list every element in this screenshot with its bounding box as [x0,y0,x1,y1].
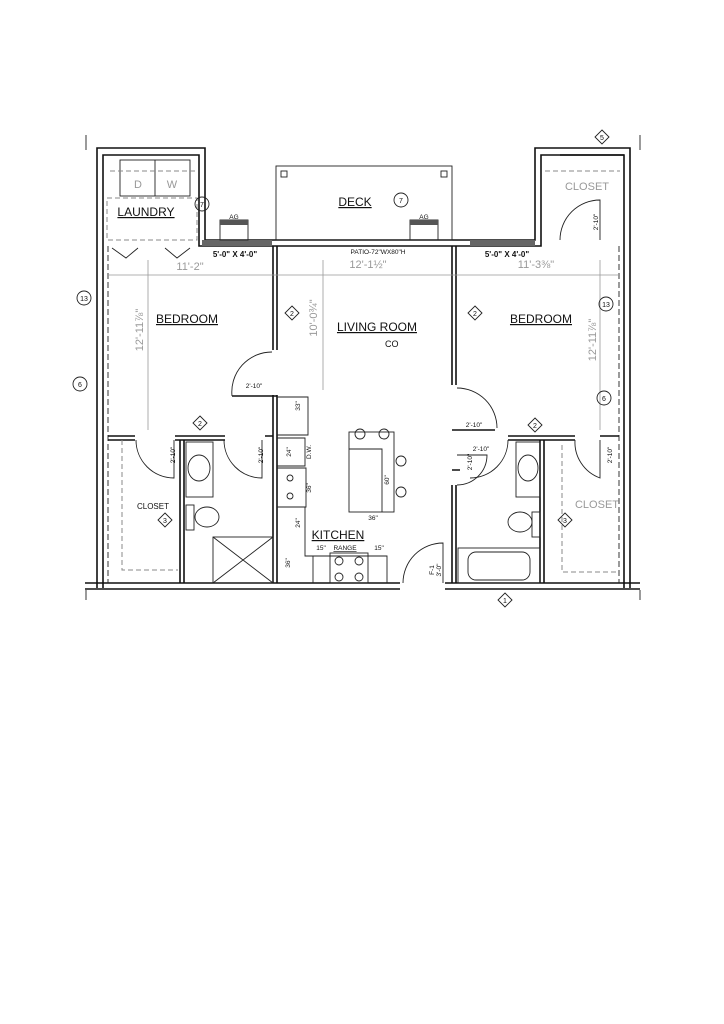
windows [202,219,535,246]
island-dim-60: 60" [384,475,391,485]
bedroom-left-width: 11'-2" [176,261,203,273]
bedroom-right-height: 12'-11⅞" [587,319,599,362]
closet-shelves [121,440,617,573]
range-label: RANGE [333,545,357,552]
door-bath-left-dim: 2'-10" [258,446,265,463]
callout-3-right: 3 [563,518,567,525]
kitchen-dim-24b: 24" [295,518,302,528]
door-swings [135,199,601,584]
dryer-label: D [134,179,142,191]
bath-fixtures [185,441,541,584]
entry-door-dim: 3'-0" [436,563,443,577]
window-right-dim: 5'-0" X 4'-0" [485,250,530,259]
door-bedroom-right-dim: 2'-10" [466,422,483,429]
callouts: 13 6 7 7 5 13 6 2 2 2 2 3 3 1 [72,129,614,608]
deck-label: DECK [338,195,371,209]
closet-top-label: CLOSET [565,181,609,193]
bedroom-left-height: 12'-11⅞" [134,309,146,352]
callout-2-living-left: 2 [290,311,294,318]
ag-left-label: AG [229,214,238,221]
kitchen-dim-36a: 36" [306,483,313,493]
door-closet-right-dim: 2'-10" [607,446,614,463]
door-closet-left-dim: 2'-10" [170,446,177,463]
living-height: 10'-0¾" [308,299,320,336]
living-co-label: CO [385,339,399,349]
window-left-dim: 5'-0" X 4'-0" [213,250,258,259]
door-bath-right-dim-a: 2'-10" [473,446,490,453]
callout-6-right: 6 [602,396,606,403]
dimension-lines [108,260,619,430]
door-bedroom-left-dim: 2'-10" [246,383,263,390]
kitchen-dim-15b: 15" [374,545,384,552]
callout-6-left: 6 [78,382,82,389]
callout-7-right: 7 [399,198,403,205]
door-closet-top-dim: 2'-10" [593,213,600,230]
washer-label: W [167,179,178,191]
callout-13-right: 13 [602,302,610,309]
interior-walls [108,154,624,583]
callout-1: 1 [503,598,507,605]
kitchen-label: KITCHEN [312,528,365,542]
bedroom-right-width: 11'-3⅜" [518,259,554,271]
living-width: 12'-1½" [349,259,386,271]
living-room-label: LIVING ROOM [337,320,417,334]
bedroom-right-label: BEDROOM [510,312,572,326]
closet-left-label: CLOSET [137,502,169,511]
closet-right-label: CLOSET [575,499,619,511]
door-bath-right-dim-b: 2'-10" [467,453,474,470]
callout-13-left: 13 [80,296,88,303]
deck [275,165,453,241]
entry-door-tag: F-1 [429,565,436,575]
dishwasher-label: D.W. [306,445,313,459]
callout-2-bath-left: 2 [198,421,202,428]
laundry-label: LAUNDRY [117,205,174,219]
ag-right-label: AG [419,214,428,221]
bedroom-left-label: BEDROOM [156,312,218,326]
kitchen-dim-36b: 36" [285,558,292,568]
kitchen-fixtures [277,396,407,584]
dimension-labels: 5'-0" X 4'-0" 5'-0" X 4'-0" PATIO-72"WX8… [134,213,614,576]
callout-2-bath-right: 2 [533,423,537,430]
room-labels: D W LAUNDRY DECK CLOSET BEDROOM BEDROOM … [117,179,619,552]
patio-door-dim: PATIO-72"WX80"H [351,249,406,256]
kitchen-dim-33: 33" [295,401,302,411]
kitchen-dim-15a: 15" [316,545,326,552]
callout-7-left: 7 [200,202,204,209]
island-dim-36: 36" [368,515,378,522]
callout-3-left: 3 [163,518,167,525]
callout-2-living-right: 2 [473,311,477,318]
callout-5: 5 [600,135,604,142]
kitchen-dim-24a: 24" [286,447,293,457]
laundry-appliances [106,159,198,259]
